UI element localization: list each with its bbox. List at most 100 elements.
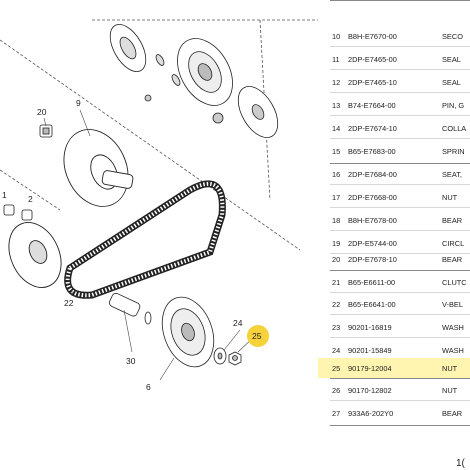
callout-22: 22 (64, 298, 74, 308)
part-description: SEAL (442, 55, 461, 64)
table-row[interactable]: 12 2DP-E7465-10 SEAL (318, 72, 470, 92)
part-description: CIRCL (442, 239, 465, 248)
part-number: 90170-12802 (348, 386, 392, 395)
secondary-clutch-group (109, 24, 279, 138)
part-description: WASH (442, 346, 464, 355)
group-separator (330, 270, 470, 271)
highlighted-callout-25-marker[interactable] (247, 325, 269, 347)
part-description: COLLA (442, 124, 467, 133)
part-ref-number: 23 (332, 323, 341, 332)
part-ref-number: 16 (332, 170, 341, 179)
row-divider (330, 115, 470, 116)
part-ref-number: 22 (332, 300, 341, 309)
row-divider (330, 292, 470, 293)
part-number: B65-E6641-00 (348, 300, 396, 309)
table-row[interactable]: 23 90201-16819 WASH (318, 317, 470, 337)
table-bottom-rule (330, 425, 470, 426)
callout-2: 2 (28, 194, 33, 204)
callout-9: 9 (76, 98, 81, 108)
table-row[interactable]: 27 933A6-202Y0 BEAR (318, 403, 470, 423)
table-row[interactable]: 24 90201-15849 WASH (318, 340, 470, 360)
part-description: NUT (442, 193, 458, 202)
part-description: WASH (442, 323, 464, 332)
fixed-sheave (8, 222, 62, 288)
row-divider (330, 92, 470, 93)
table-row[interactable]: 15 B65-E7683-00 SPRIN (318, 141, 470, 161)
part-number: B8H-E7670-00 (348, 32, 397, 41)
part-ref-number: 15 (332, 147, 341, 156)
part-number: 90201-15849 (348, 346, 392, 355)
callout-30: 30 (126, 356, 136, 366)
part-description: PIN, G (442, 101, 465, 110)
part-ref-number: 14 (332, 124, 341, 133)
row-divider (330, 184, 470, 185)
part-number: 2DP-E7684-00 (348, 170, 397, 179)
primary-sheave (63, 129, 134, 207)
part-ref-number: 13 (332, 101, 341, 110)
part-ref-number: 25 (332, 364, 341, 373)
collar-sleeve (108, 292, 152, 325)
row-divider (330, 230, 470, 231)
part-description: NUT (442, 364, 458, 373)
v-belt (64, 180, 226, 299)
part-ref-number: 20 (332, 255, 341, 264)
part-ref-number: 12 (332, 78, 341, 87)
fan-pulley (161, 296, 215, 368)
row-divider (330, 207, 470, 208)
table-row[interactable]: 19 2DP-E5744-00 CIRCL (318, 233, 470, 253)
part-number: B65-E7683-00 (348, 147, 396, 156)
part-ref-number: 11 (332, 55, 340, 64)
table-row-highlighted[interactable]: 25 90179-12004 NUT (318, 358, 470, 378)
part-description: SEAL (442, 78, 461, 87)
table-row[interactable]: 14 2DP-E7674-10 COLLA (318, 118, 470, 138)
part-number: B74-E7664-00 (348, 101, 396, 110)
washer-and-nut (213, 347, 242, 366)
part-description: SEAT, (442, 170, 462, 179)
part-number: 2DP-E7678-10 (348, 255, 397, 264)
parts-list-table: 10 B8H-E7670-00 SECO 11 2DP-E7465-00 SEA… (318, 0, 470, 470)
part-ref-number: 24 (332, 346, 341, 355)
part-number: 2DP-E7674-10 (348, 124, 397, 133)
table-row[interactable]: 21 B65-E6611-00 CLUTC (318, 272, 470, 292)
table-row[interactable]: 11 2DP-E7465-00 SEAL (318, 49, 470, 69)
part-number: B65-E6611-00 (348, 278, 396, 287)
group-separator (330, 163, 470, 164)
part-ref-number: 19 (332, 239, 341, 248)
part-ref-number: 21 (332, 278, 341, 287)
part-number: 90179-12004 (348, 364, 392, 373)
part-description: SPRIN (442, 147, 465, 156)
row-divider (330, 337, 470, 338)
row-divider (330, 314, 470, 315)
part-ref-number: 27 (332, 409, 341, 418)
row-divider (330, 253, 470, 254)
table-row[interactable]: 22 B65-E6641-00 V-BEL (318, 294, 470, 314)
bearing-group (3, 124, 53, 221)
callout-6: 6 (146, 382, 151, 392)
part-ref-number: 17 (332, 193, 341, 202)
part-number: 2DP-E5744-00 (348, 239, 397, 248)
part-number: 2DP-E7465-00 (348, 55, 397, 64)
table-row[interactable]: 13 B74-E7664-00 PIN, G (318, 95, 470, 115)
part-number: 933A6-202Y0 (348, 409, 394, 418)
page-number: 1( (456, 458, 465, 469)
table-row[interactable]: 26 90170-12802 NUT (318, 380, 470, 400)
part-description: V-BEL (442, 300, 463, 309)
callout-20: 20 (37, 107, 47, 117)
table-row[interactable]: 17 2DP-E7668-00 NUT (318, 187, 470, 207)
group-separator (330, 378, 470, 379)
row-divider (330, 400, 470, 401)
part-ref-number: 26 (332, 386, 341, 395)
part-description: BEAR (442, 216, 463, 225)
part-number: 90201-16819 (348, 323, 392, 332)
table-row[interactable]: 20 2DP-E7678-10 BEAR (318, 249, 470, 269)
part-number: B8H-E7678-00 (348, 216, 397, 225)
callout-25[interactable]: 25 (252, 331, 262, 341)
table-row[interactable]: 10 B8H-E7670-00 SECO (318, 26, 470, 46)
table-top-rule (330, 0, 470, 1)
table-row[interactable]: 18 B8H-E7678-00 BEAR (318, 210, 470, 230)
callout-24: 24 (233, 318, 243, 328)
part-description: SECO (442, 32, 463, 41)
part-number: 2DP-E7668-00 (348, 193, 397, 202)
table-row[interactable]: 16 2DP-E7684-00 SEAT, (318, 164, 470, 184)
part-description: BEAR (442, 255, 463, 264)
